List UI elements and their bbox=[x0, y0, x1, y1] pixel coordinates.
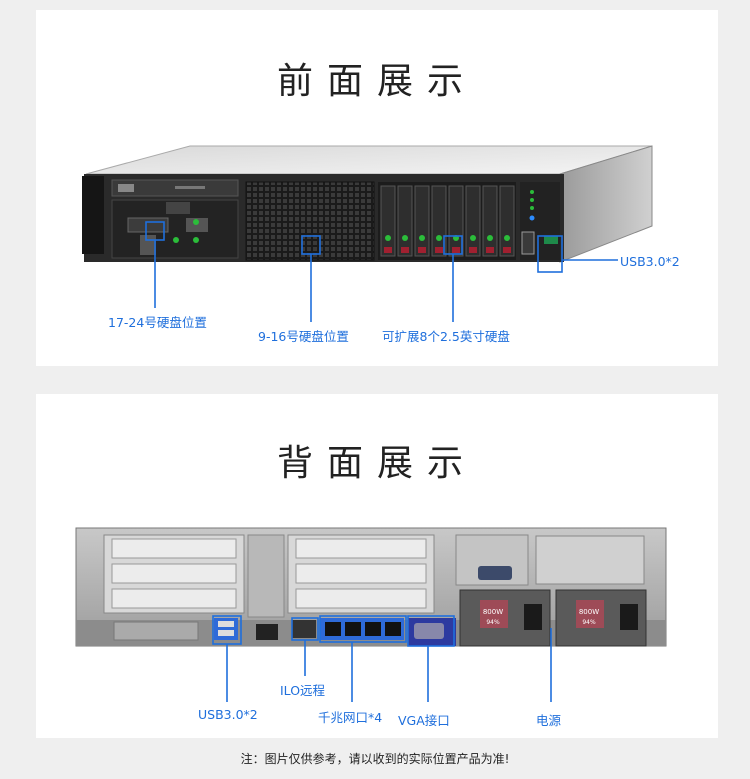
drive-led bbox=[385, 235, 391, 241]
drive-led bbox=[504, 235, 510, 241]
front-server-image bbox=[82, 145, 653, 263]
callout-lines bbox=[145, 221, 618, 702]
label-power: 电源 bbox=[536, 713, 562, 728]
drive-tab bbox=[486, 247, 494, 253]
pcie-slot bbox=[295, 563, 427, 584]
drive-led bbox=[470, 235, 476, 241]
back-server-image: 800W 94% 800W 94% bbox=[75, 527, 667, 647]
drive-bay bbox=[431, 185, 447, 257]
pcie-slot bbox=[295, 538, 427, 559]
front-title: 前面展示 bbox=[276, 61, 477, 102]
psu2-watt: 800W bbox=[579, 608, 599, 616]
drive-bay bbox=[448, 185, 464, 257]
pcie-slot bbox=[111, 538, 237, 559]
drive-led bbox=[487, 235, 493, 241]
drive-bay bbox=[380, 185, 396, 257]
drive-tab bbox=[452, 247, 460, 253]
drive-led bbox=[402, 235, 408, 241]
front-drive-bays bbox=[378, 182, 516, 260]
drive-led bbox=[436, 235, 442, 241]
drive-tab bbox=[435, 247, 443, 253]
label-gigabit: 千兆网口*4 bbox=[318, 710, 383, 725]
drive-bay bbox=[482, 185, 498, 257]
footnote: 注：图片仅供参考，请以收到的实际位置产品为准! bbox=[240, 752, 510, 766]
pcie-slot bbox=[111, 588, 237, 609]
drive-tab bbox=[503, 247, 511, 253]
label-ilo: ILO远程 bbox=[280, 683, 326, 698]
drive-bay bbox=[465, 185, 481, 257]
back-title: 背面展示 bbox=[276, 443, 477, 484]
label-drives-9-16: 9-16号硬盘位置 bbox=[258, 329, 349, 344]
label-back-usb: USB3.0*2 bbox=[198, 707, 258, 722]
psu1-watt: 800W bbox=[483, 608, 503, 616]
drive-tab bbox=[401, 247, 409, 253]
pcie-slot bbox=[295, 588, 427, 609]
psu2-eff: 94% bbox=[582, 619, 596, 626]
pcie-slot bbox=[111, 563, 237, 584]
label-drives-8x25: 可扩展8个2.5英寸硬盘 bbox=[382, 329, 510, 344]
label-front-usb: USB3.0*2 bbox=[620, 254, 680, 269]
label-vga: VGA接口 bbox=[398, 713, 450, 728]
drive-bay bbox=[414, 185, 430, 257]
label-drives-17-24: 17-24号硬盘位置 bbox=[108, 315, 207, 330]
psu1-eff: 94% bbox=[486, 619, 500, 626]
drive-led bbox=[419, 235, 425, 241]
drive-tab bbox=[469, 247, 477, 253]
drive-tab bbox=[384, 247, 392, 253]
drive-tab bbox=[418, 247, 426, 253]
drive-bay bbox=[499, 185, 515, 257]
drive-bay bbox=[397, 185, 413, 257]
